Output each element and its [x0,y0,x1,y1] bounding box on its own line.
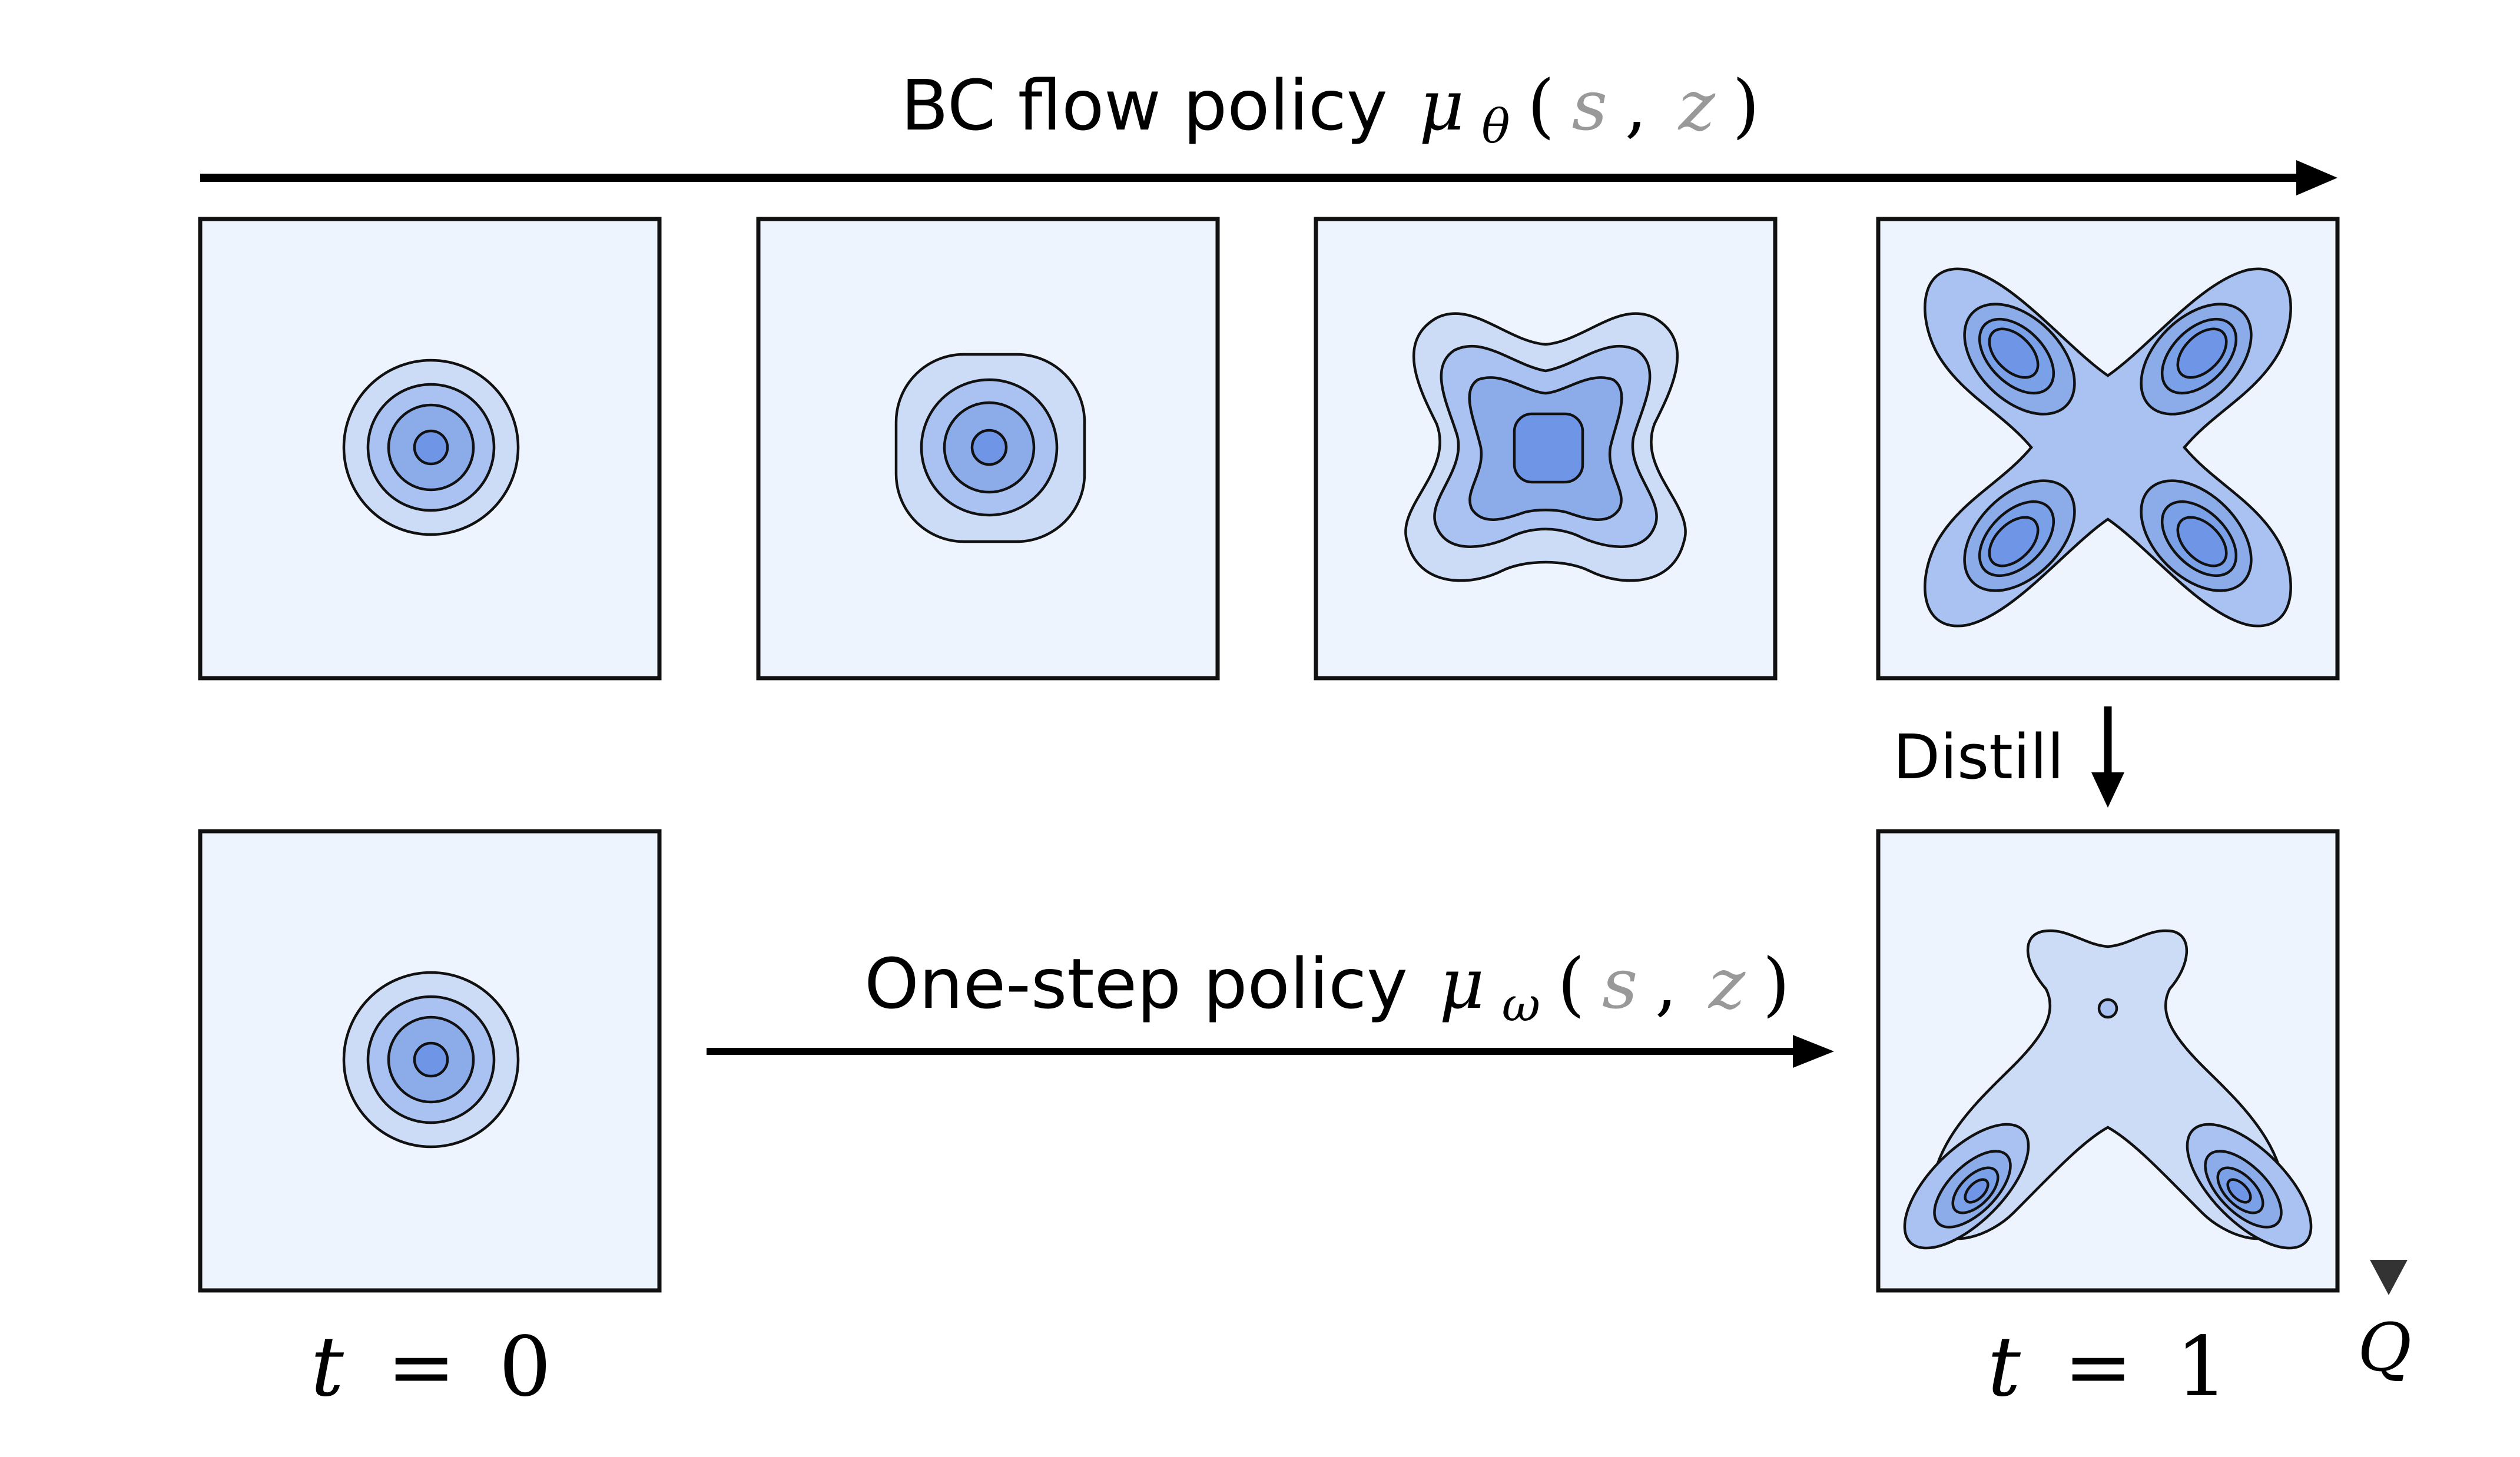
onestep-symbol: μ [1439,943,1484,1024]
bc-flow-label-text: BC flow policy [901,65,1388,146]
bc-flow-open-paren: ( [1527,65,1554,146]
onestep-arg-z: z [1707,943,1746,1024]
bc-flow-subscript: θ [1481,99,1510,154]
time-end-eq: = [2064,1319,2133,1415]
onestep-close-paren: ) [1763,943,1790,1024]
onestep-label-text: One-step policy [864,943,1408,1024]
bc-flow-arg-z: z [1677,65,1716,146]
onestep-arrow-head [1793,1035,1834,1068]
panel-t1-onestep [1876,829,2340,1293]
panel-flow-step-3 [1314,217,1778,681]
bc-flow-policy-label: BC flow policy μ θ ( s , z ) [901,65,1759,158]
time-start-val: 0 [499,1319,551,1415]
panel-flow-step-2 [756,217,1220,681]
time-start-eq: = [387,1319,456,1415]
onestep-arrow [707,1035,1834,1068]
distill-label: Distill [1893,721,2064,793]
panel-t0-onestep [198,829,662,1293]
panel-t1-flow [1876,217,2340,681]
q-gradient-arrow [2370,833,2408,1295]
time-label-start: t = 0 [311,1319,552,1415]
onestep-policy-label: One-step policy μ ω ( s , z ) [864,943,1790,1036]
onestep-comma: , [1655,943,1677,1024]
time-end-val: 1 [2176,1319,2228,1415]
bc-flow-arrow [200,160,2337,195]
bc-flow-comma: , [1625,65,1647,146]
onestep-subscript: ω [1502,977,1540,1032]
panel-t0-flow [198,217,662,681]
q-axis-label: Q [2357,1310,2412,1386]
bc-flow-arrow-head [2296,160,2337,195]
bc-flow-arg-s: s [1572,65,1608,146]
time-label-end: t = 1 [1988,1319,2229,1415]
bc-flow-symbol: μ [1419,65,1464,146]
bc-flow-close-paren: ) [1732,65,1759,146]
onestep-open-paren: ( [1557,943,1584,1024]
distill-arrow [2091,706,2124,808]
time-start-var: t [311,1319,344,1415]
onestep-arg-s: s [1602,943,1638,1024]
time-end-var: t [1988,1319,2021,1415]
